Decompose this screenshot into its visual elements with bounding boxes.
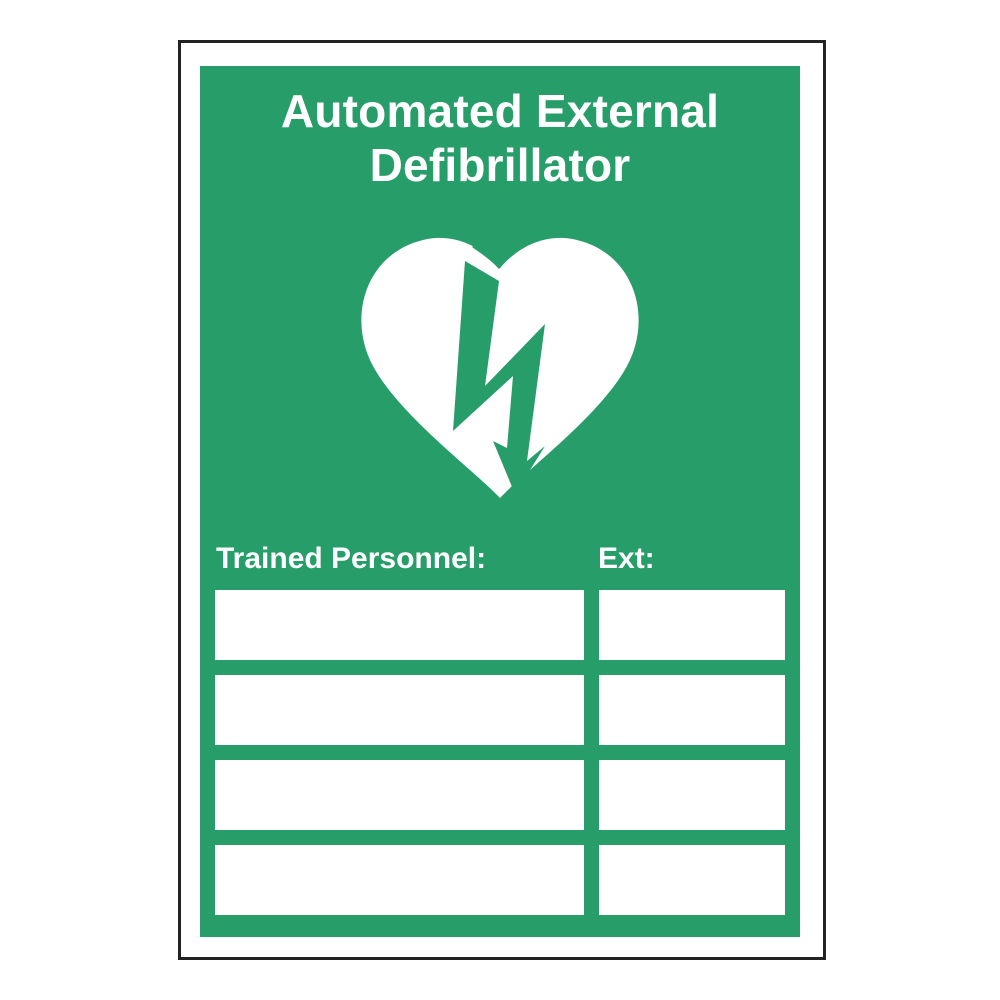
ext-field-1[interactable]: [599, 590, 785, 660]
personnel-name-field-2[interactable]: [215, 675, 584, 745]
aed-sign: Automated External Defibrillator Trained…: [200, 66, 800, 937]
personnel-name-field-1[interactable]: [215, 590, 584, 660]
aed-heart-lightning-icon: [361, 237, 639, 498]
ext-field-2[interactable]: [599, 675, 785, 745]
sign-title: Automated External Defibrillator: [200, 84, 800, 192]
ext-field-3[interactable]: [599, 760, 785, 830]
trained-personnel-label: Trained Personnel:: [216, 542, 487, 575]
ext-field-4[interactable]: [599, 845, 785, 915]
title-line-2: Defibrillator: [369, 139, 631, 191]
title-line-1: Automated External: [280, 85, 720, 137]
personnel-name-field-4[interactable]: [215, 845, 584, 915]
ext-label: Ext:: [598, 542, 655, 575]
personnel-name-field-3[interactable]: [215, 760, 584, 830]
